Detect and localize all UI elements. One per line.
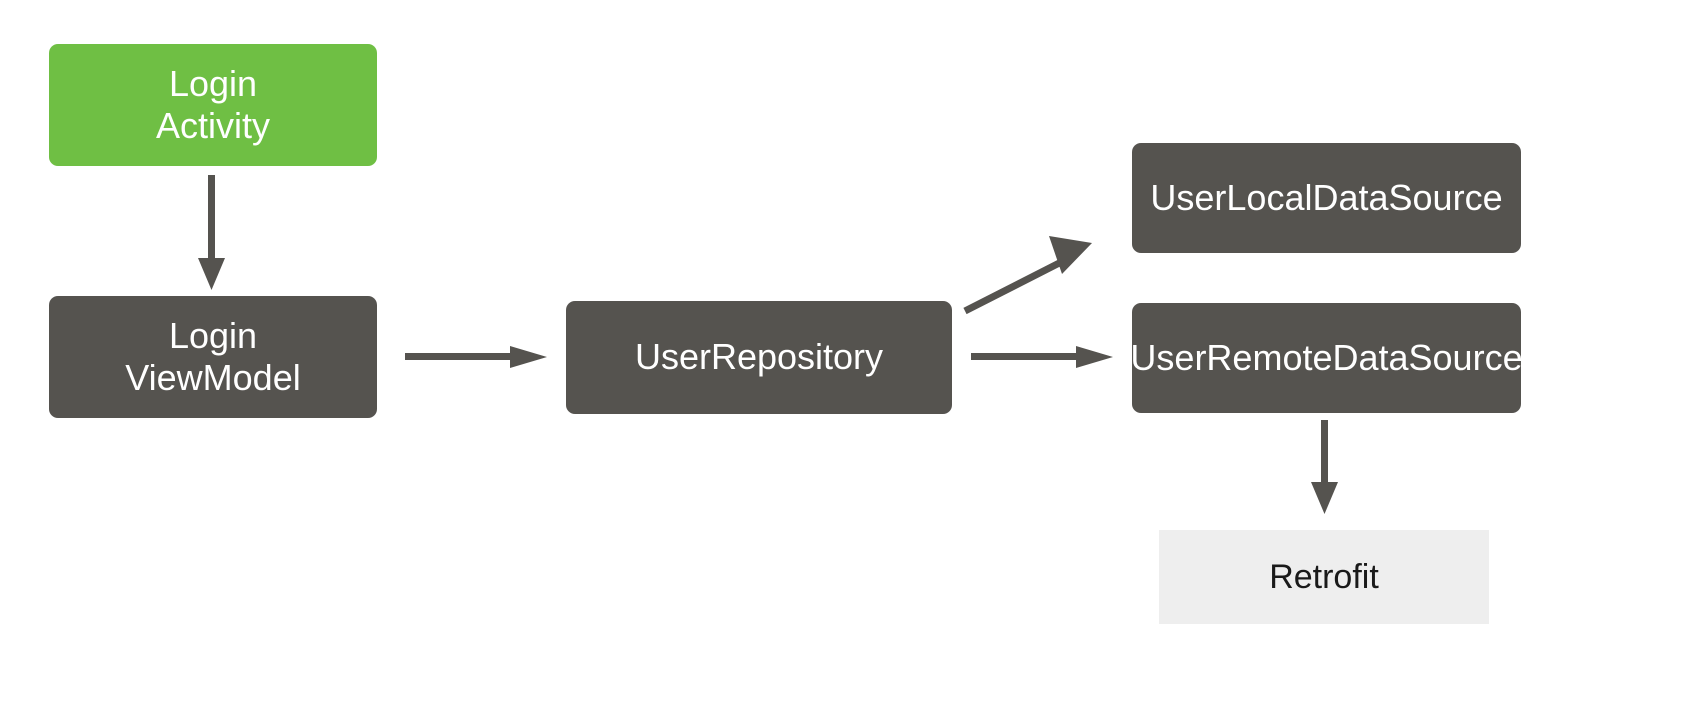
node-login-activity[interactable]: Login Activity (49, 44, 377, 166)
edge-repository-to-remote (971, 346, 1113, 368)
node-user-remote-data-source-label: UserRemoteDataSource (1130, 336, 1523, 378)
node-login-viewmodel-label: Login ViewModel (125, 314, 301, 398)
node-retrofit-label: Retrofit (1269, 557, 1379, 596)
node-login-activity-label: Login Activity (155, 62, 270, 146)
edge-viewmodel-to-repository (405, 346, 547, 368)
node-login-viewmodel[interactable]: Login ViewModel (49, 296, 377, 418)
node-user-remote-data-source[interactable]: UserRemoteDataSource (1130, 303, 1523, 413)
edge-repository-to-local (963, 236, 1092, 315)
node-user-repository[interactable]: UserRepository (566, 301, 952, 414)
node-user-local-data-source-label: UserLocalDataSource (1150, 176, 1503, 218)
node-retrofit[interactable]: Retrofit (1159, 530, 1489, 624)
node-user-repository-label: UserRepository (634, 336, 884, 378)
edge-remote-to-retrofit (1311, 420, 1338, 514)
node-user-local-data-source[interactable]: UserLocalDataSource (1132, 143, 1521, 253)
edge-activity-to-viewmodel (198, 175, 225, 290)
